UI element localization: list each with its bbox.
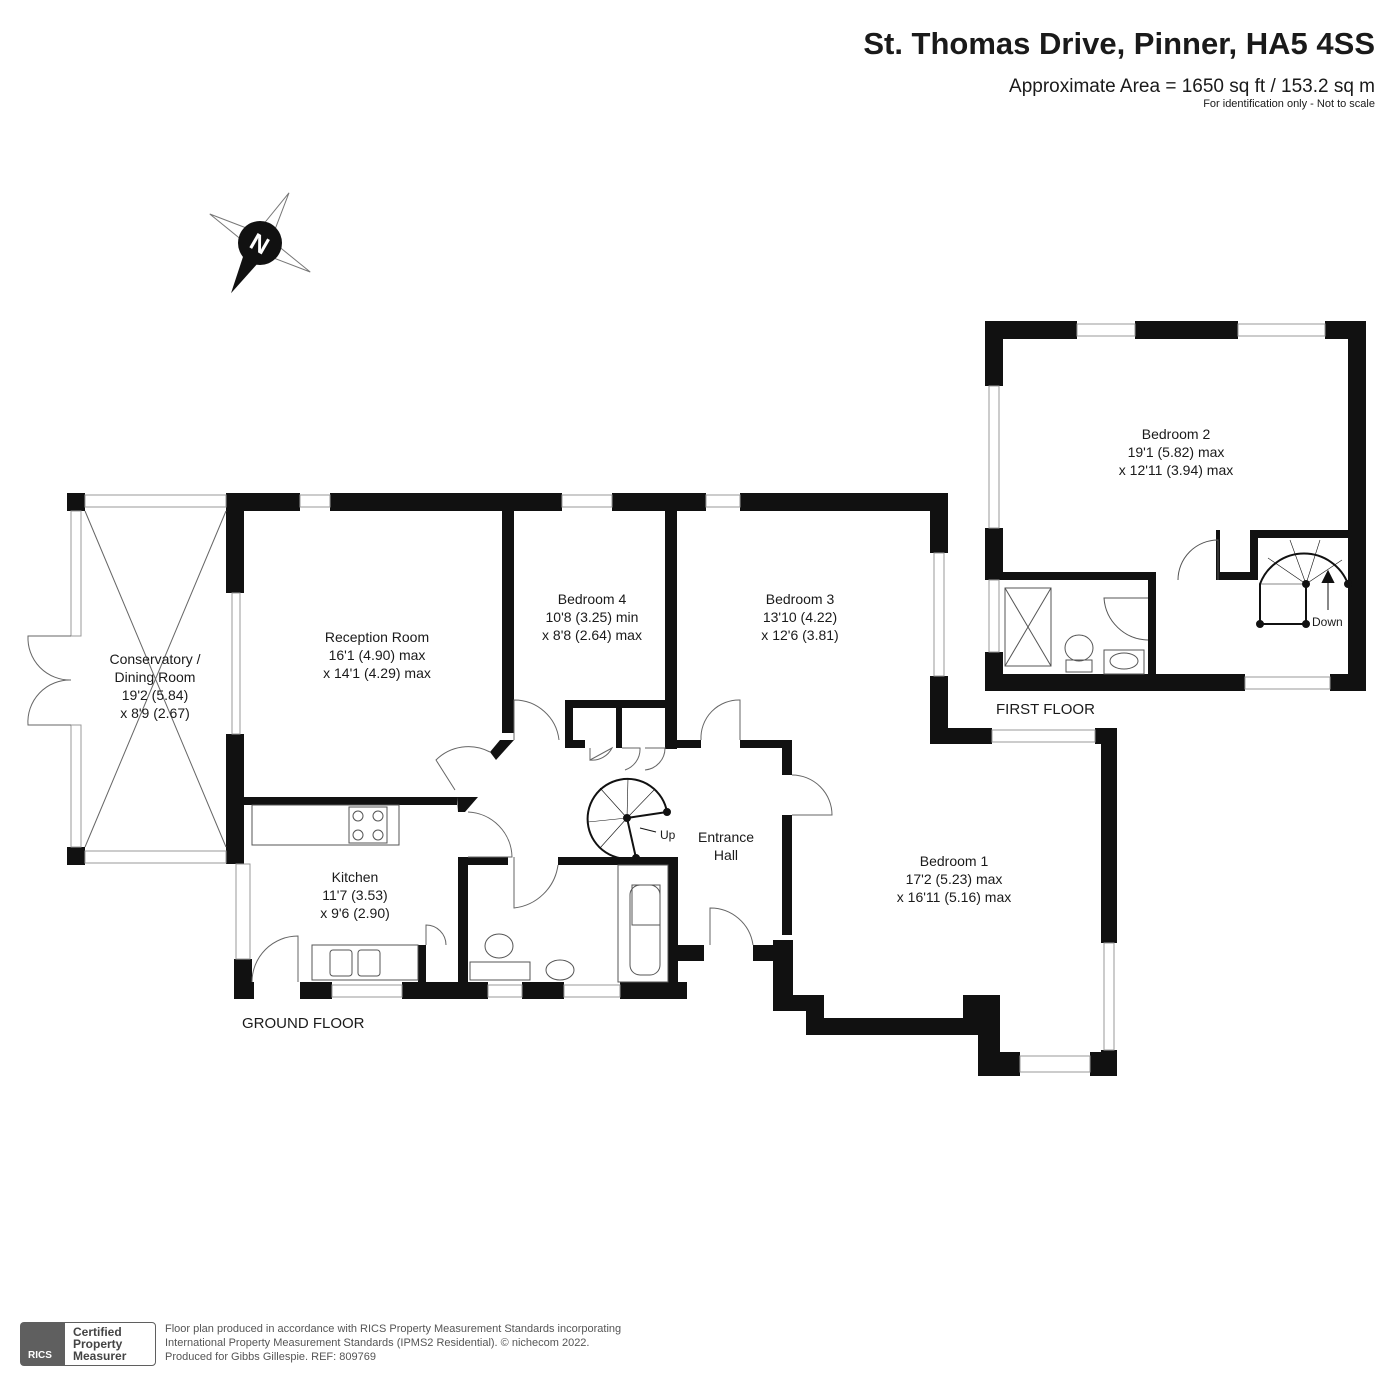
- disclaimer-note: For identification only - Not to scale: [1203, 98, 1375, 110]
- first-floor-label: FIRST FLOOR: [996, 701, 1095, 718]
- first-floor-walls: [985, 321, 1366, 691]
- rics-logo-icon: [20, 1322, 64, 1366]
- rics-cert-box: [64, 1322, 156, 1366]
- room-label-bedroom-2: Bedroom 2 19'1 (5.82) max x 12'11 (3.94)…: [1118, 426, 1234, 478]
- room-label-bedroom-1: Bedroom 1 17'2 (5.23) max x 16'11 (5.16)…: [896, 853, 1012, 905]
- spiral-stair-down: [1256, 539, 1352, 628]
- compass-north-icon: N: [209, 192, 311, 294]
- spiral-stair-up: [586, 777, 671, 862]
- first-floor-fixtures: [1004, 539, 1219, 675]
- page-title: St. Thomas Drive, Pinner, HA5 4SS: [863, 26, 1375, 61]
- rics-certified-text: Certified Property Measurer: [73, 1325, 127, 1363]
- ground-floor-details: [27, 510, 833, 983]
- room-label-bedroom-3: Bedroom 3 13'10 (4.22) x 12'6 (3.81): [761, 591, 839, 643]
- first-floor-windows: [988, 323, 1331, 690]
- ground-floor-walls: [67, 493, 1117, 1076]
- stair-up-label: Up: [660, 828, 676, 842]
- footer-disclaimer: Floor plan produced in accordance with R…: [165, 1323, 622, 1363]
- room-label-kitchen: Kitchen 11'7 (3.53) x 9'6 (2.90): [320, 869, 390, 921]
- room-label-conservatory: Conservatory / Dining Room 19'2 (5.84) x…: [109, 651, 201, 721]
- approximate-area: Approximate Area = 1650 sq ft / 153.2 sq…: [1009, 76, 1375, 97]
- stair-down-label: Down: [1312, 615, 1343, 629]
- rics-logo-text: RICS: [28, 1350, 52, 1361]
- ground-floor-fixtures: [251, 804, 669, 983]
- ground-floor-label: GROUND FLOOR: [242, 1015, 365, 1032]
- ground-floor-windows: [70, 494, 1115, 1073]
- room-label-reception: Reception Room 16'1 (4.90) max x 14'1 (4…: [323, 629, 431, 681]
- room-label-bedroom-4: Bedroom 4 10'8 (3.25) min x 8'8 (2.64) m…: [542, 591, 642, 643]
- room-label-entrance-hall: Entrance Hall: [697, 829, 755, 863]
